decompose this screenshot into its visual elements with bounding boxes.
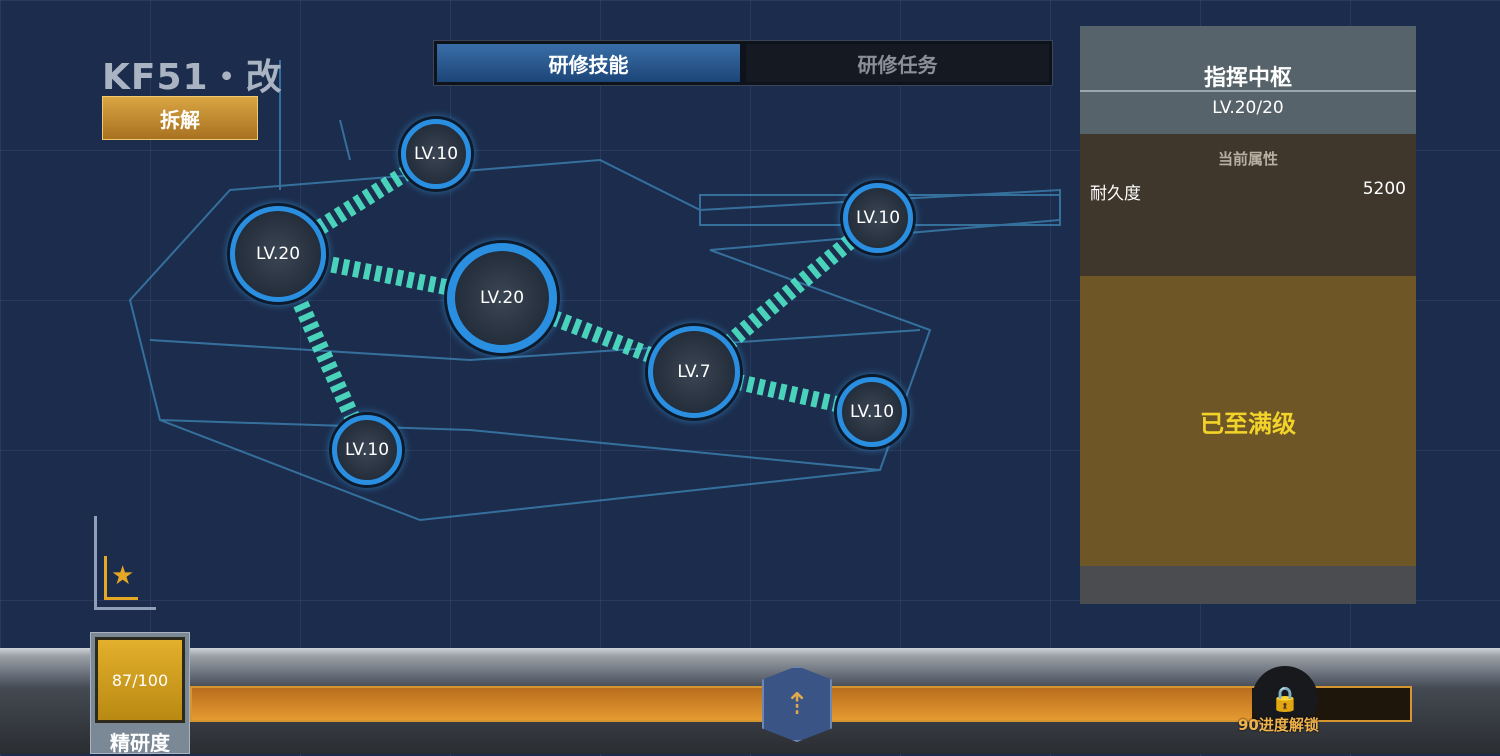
link <box>688 211 884 379</box>
skill-node[interactable]: LV.20 <box>230 206 326 302</box>
attr-value: 5200 <box>1362 179 1406 199</box>
skill-node[interactable]: LV.10 <box>837 377 907 447</box>
mastery-label: 精研度 <box>110 731 170 755</box>
lock-icon[interactable]: 🔒 <box>1252 666 1318 732</box>
tab-tasks[interactable]: 研修任务 <box>746 44 1049 82</box>
skill-node[interactable]: LV.10 <box>332 415 402 485</box>
tab-skills[interactable]: 研修技能 <box>437 44 740 82</box>
tab-bar: 研修技能 研修任务 <box>433 40 1053 86</box>
mastery-value: 87/100 <box>95 637 185 723</box>
skill-level: LV.20/20 <box>1212 98 1284 118</box>
skill-info-panel: 指挥中枢 LV.20/20 当前属性 耐久度 5200 已至满级 <box>1080 26 1416 604</box>
mastery-badge[interactable]: 87/100 精研度 <box>90 632 190 755</box>
skill-node[interactable]: LV.10 <box>843 183 913 253</box>
star-rank-icon[interactable]: ★ <box>104 556 138 600</box>
skill-name: 指挥中枢 <box>1080 26 1416 92</box>
milestone-rocket-icon[interactable]: ⇡ <box>762 666 832 742</box>
skill-node[interactable]: LV.10 <box>401 119 471 189</box>
attr-name: 耐久度 <box>1090 184 1141 204</box>
unlock-hint: 90进度解锁 <box>1238 716 1319 734</box>
dismantle-button[interactable]: 拆解 <box>102 96 258 140</box>
progress-fill <box>192 688 1252 720</box>
attr-header: 当前属性 <box>1217 150 1278 168</box>
corner-frame <box>94 516 156 610</box>
link <box>692 364 874 420</box>
skill-node[interactable]: LV.7 <box>648 326 740 418</box>
vehicle-title: KF51・改 <box>102 57 283 98</box>
max-level-status: 已至满级 <box>1080 276 1416 566</box>
skill-node-selected[interactable]: LV.20 <box>447 243 557 353</box>
